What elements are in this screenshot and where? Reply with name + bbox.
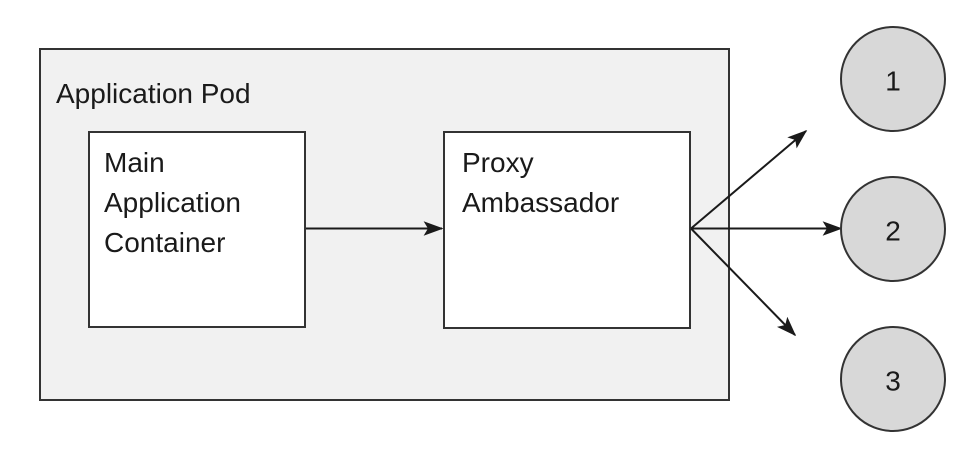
main-application-container-box bbox=[88, 131, 306, 328]
endpoint-3-group: 3 bbox=[840, 326, 946, 432]
endpoint-1-group: 1 bbox=[840, 26, 946, 132]
proxy-ambassador-container-box bbox=[443, 131, 691, 329]
endpoint-3-label: 3 bbox=[885, 366, 901, 397]
main-application-container-label-line-3: Container bbox=[104, 227, 225, 258]
endpoint-1-circle bbox=[840, 26, 946, 132]
connector-proxy-to-endpoint-1-arrow bbox=[690, 129, 808, 230]
endpoint-2-label: 2 bbox=[885, 216, 901, 247]
endpoint-2-group: 2 bbox=[840, 176, 946, 282]
application-pod-label: Application Pod bbox=[56, 78, 251, 109]
main-application-container-group: Main Application Container bbox=[88, 131, 306, 328]
connector-proxy-to-endpoint-3-arrow bbox=[690, 227, 797, 337]
endpoint-2-circle bbox=[840, 176, 946, 282]
main-application-container-label-line-2: Application bbox=[104, 187, 241, 218]
endpoint-3-circle bbox=[840, 326, 946, 432]
endpoint-1-label: 1 bbox=[885, 66, 901, 97]
proxy-ambassador-container-label-line-2: Ambassador bbox=[462, 187, 619, 218]
main-application-container-label-line-1: Main bbox=[104, 147, 165, 178]
proxy-ambassador-container-group: Proxy Ambassador bbox=[443, 131, 691, 329]
proxy-ambassador-container-label-line-1: Proxy bbox=[462, 147, 534, 178]
